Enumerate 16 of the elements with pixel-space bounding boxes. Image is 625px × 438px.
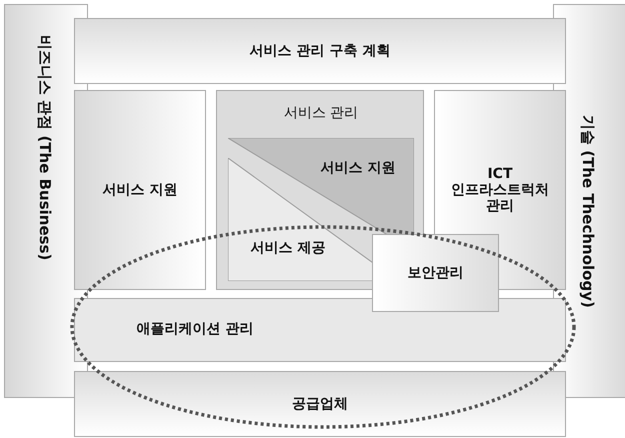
process-box	[74, 18, 566, 84]
box-label: 애플리케이션 관리	[136, 321, 254, 338]
box-label: 비즈니스 관점 (The Business)	[35, 35, 55, 260]
process-box	[372, 234, 499, 312]
box-label: 서비스 관리	[282, 105, 360, 122]
box-label: 보안관리	[406, 264, 464, 282]
process-box	[74, 371, 566, 437]
box-label: 서비스 지원	[102, 182, 178, 198]
box-label: 서비스 지원	[320, 160, 396, 176]
process-box	[74, 90, 206, 290]
box-label: 서비스 제공	[250, 240, 326, 256]
box-label: 기술 (The Thechnology)	[578, 115, 598, 308]
box-label: 공급업체	[291, 396, 349, 412]
process-box	[74, 298, 566, 362]
box-label: ICT 인프라스트럭처 관리	[450, 166, 550, 214]
box-label: 서비스 관리 구축 계획	[248, 42, 392, 60]
